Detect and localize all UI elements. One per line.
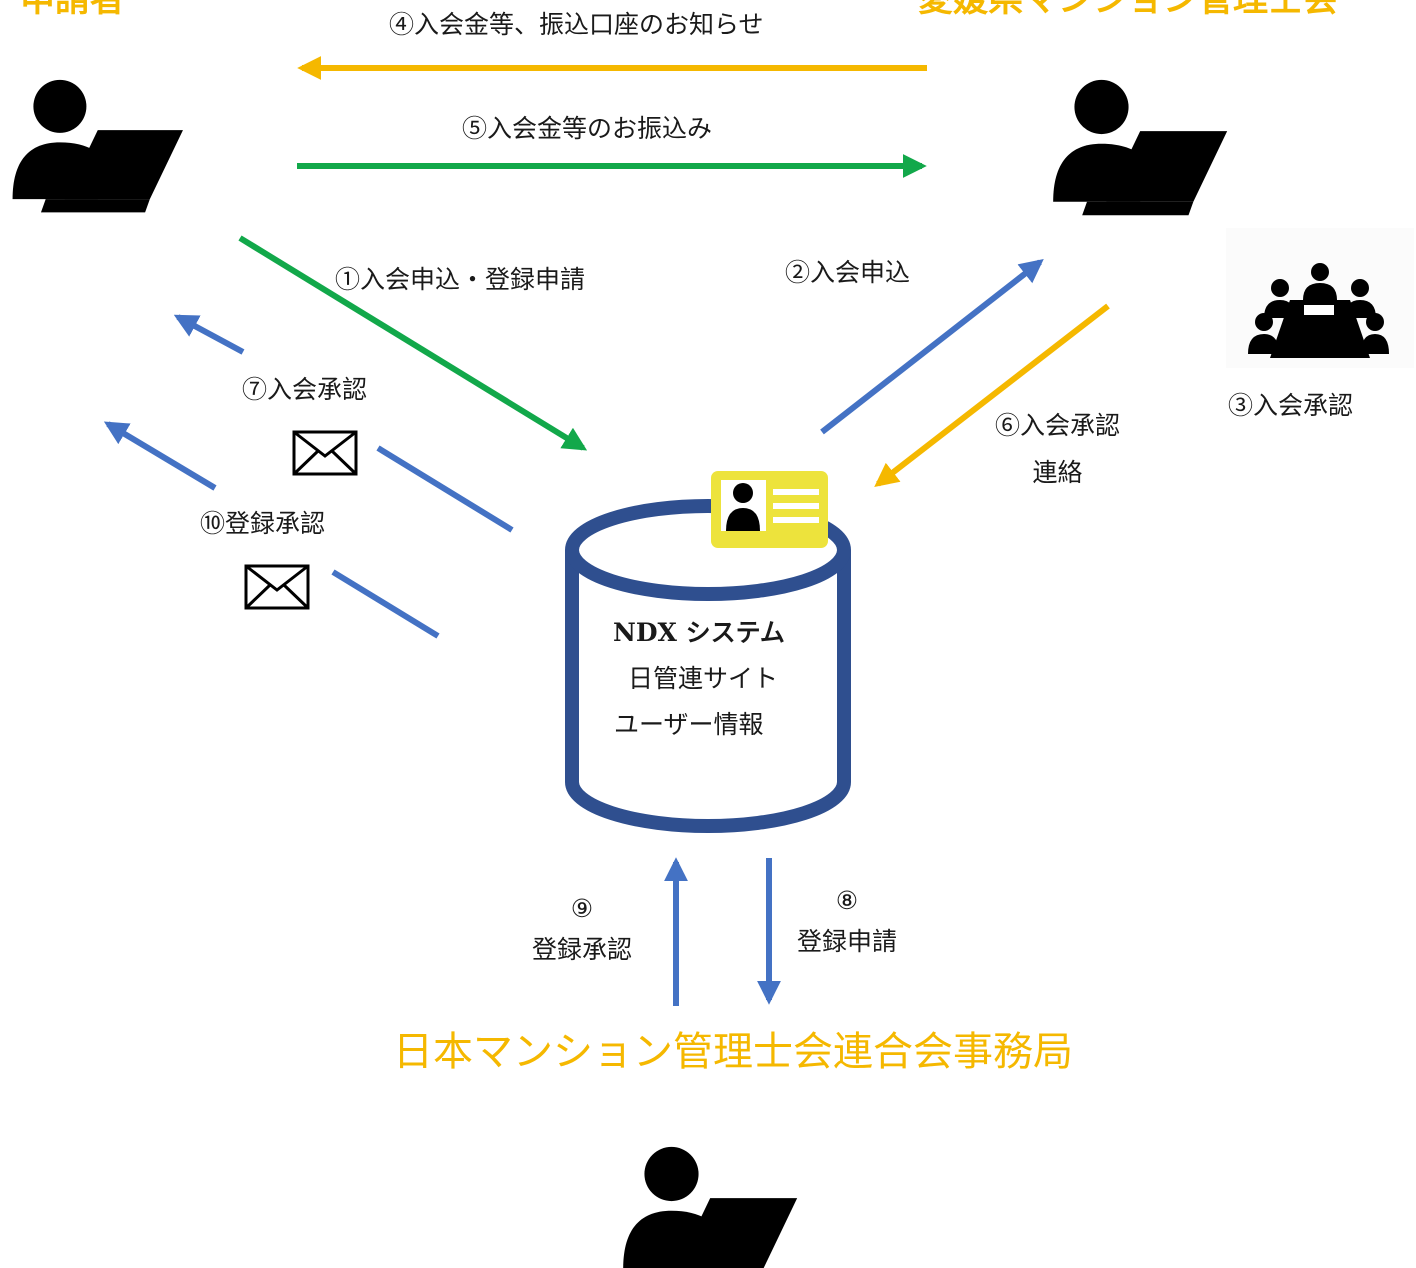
step6-line1: ⑥入会承認 [994,411,1120,440]
step9-label: ⑨ 登録承認 [522,893,642,966]
step8-number: ⑧ [835,886,859,915]
step9-text: 登録承認 [531,935,632,965]
envelope-icon [244,564,310,610]
step10-label: ⑩登録承認 [200,509,326,538]
step5-label: ⑤入会金等のお振込み [462,114,713,143]
step8-text: 登録申請 [796,927,897,957]
envelope-icon [292,430,358,476]
step4-label: ④入会金等、振込口座のお知らせ [389,10,764,39]
federation-person-laptop-icon [623,1146,798,1268]
applicant-person-laptop-icon [12,79,183,213]
system-name: NDX システム [613,618,785,647]
step6-label: ⑥入会承認 連絡 [985,410,1130,489]
arrow-step1 [238,235,588,451]
system-site: 日管連サイト [628,664,779,693]
id-card-icon [711,471,828,548]
association-title: 愛媛県マンション管理士会 [918,0,1338,17]
arrow-step10 [103,421,440,639]
federation-title: 日本マンション管理士会連合会事務局 [393,1029,1073,1075]
step6-line2: 連絡 [1032,458,1083,488]
step8-label: ⑧ 登録申請 [787,885,907,958]
arrow-step2 [820,259,1044,435]
arrow-step7 [173,314,514,533]
system-info: ユーザー情報 [614,710,764,739]
applicant-title: 申請者 [20,0,125,17]
arrow-step6 [874,303,1110,487]
step2-label: ②入会申込 [785,258,911,287]
meeting-table-icon [1226,228,1414,368]
step9-number: ⑨ [570,894,594,923]
step7-label: ⑦入会承認 [242,375,368,404]
association-person-laptop-icon [1053,79,1228,216]
applicant-title-clip: 申請者 [0,0,200,20]
step1-label: ①入会申込・登録申請 [335,265,586,294]
association-title-clip: 愛媛県マンション管理士会 [900,0,1416,20]
step3-label: ③入会承認 [1228,391,1354,420]
